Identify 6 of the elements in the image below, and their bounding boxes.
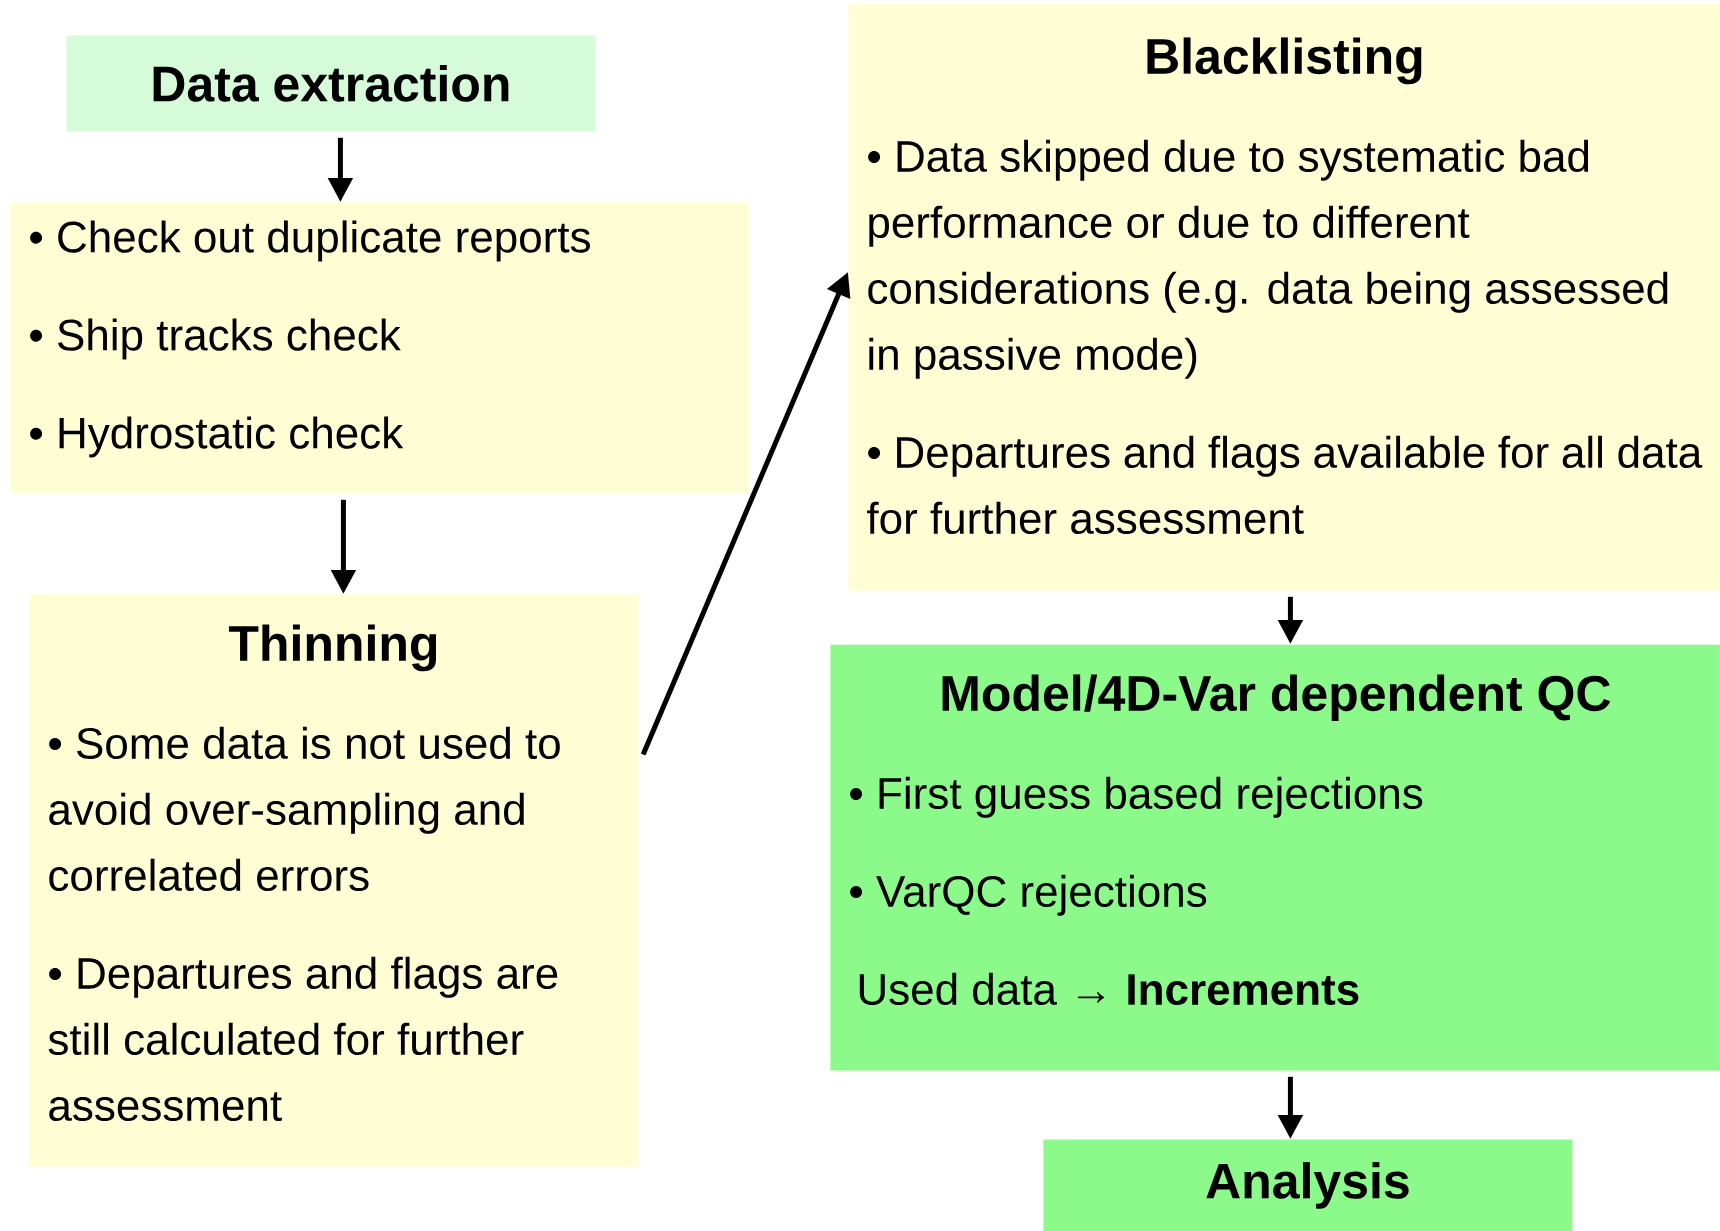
process-box: Thinning • Some data is not used to avoid over-sampling and correlated errors • Departures and flags are still calculated for further assessment: [29, 594, 639, 1167]
process-box: Analysis: [1043, 1139, 1573, 1231]
check-box: • Check out duplicate reports • Ship tracks check • Hydrostatic check: [10, 202, 749, 494]
process-box: Model/4D-Var dependent QC • First guess based rejections • VarQC rejections Used data → Increments: [830, 644, 1720, 1071]
process-box: Blacklisting • Data skipped due to systematic bad performance or due to different considerations (e.g. data being assessed in passive mode) • Departures and flags available for all data for further assessment: [848, 3, 1720, 591]
process-box: Data extraction: [66, 35, 596, 132]
